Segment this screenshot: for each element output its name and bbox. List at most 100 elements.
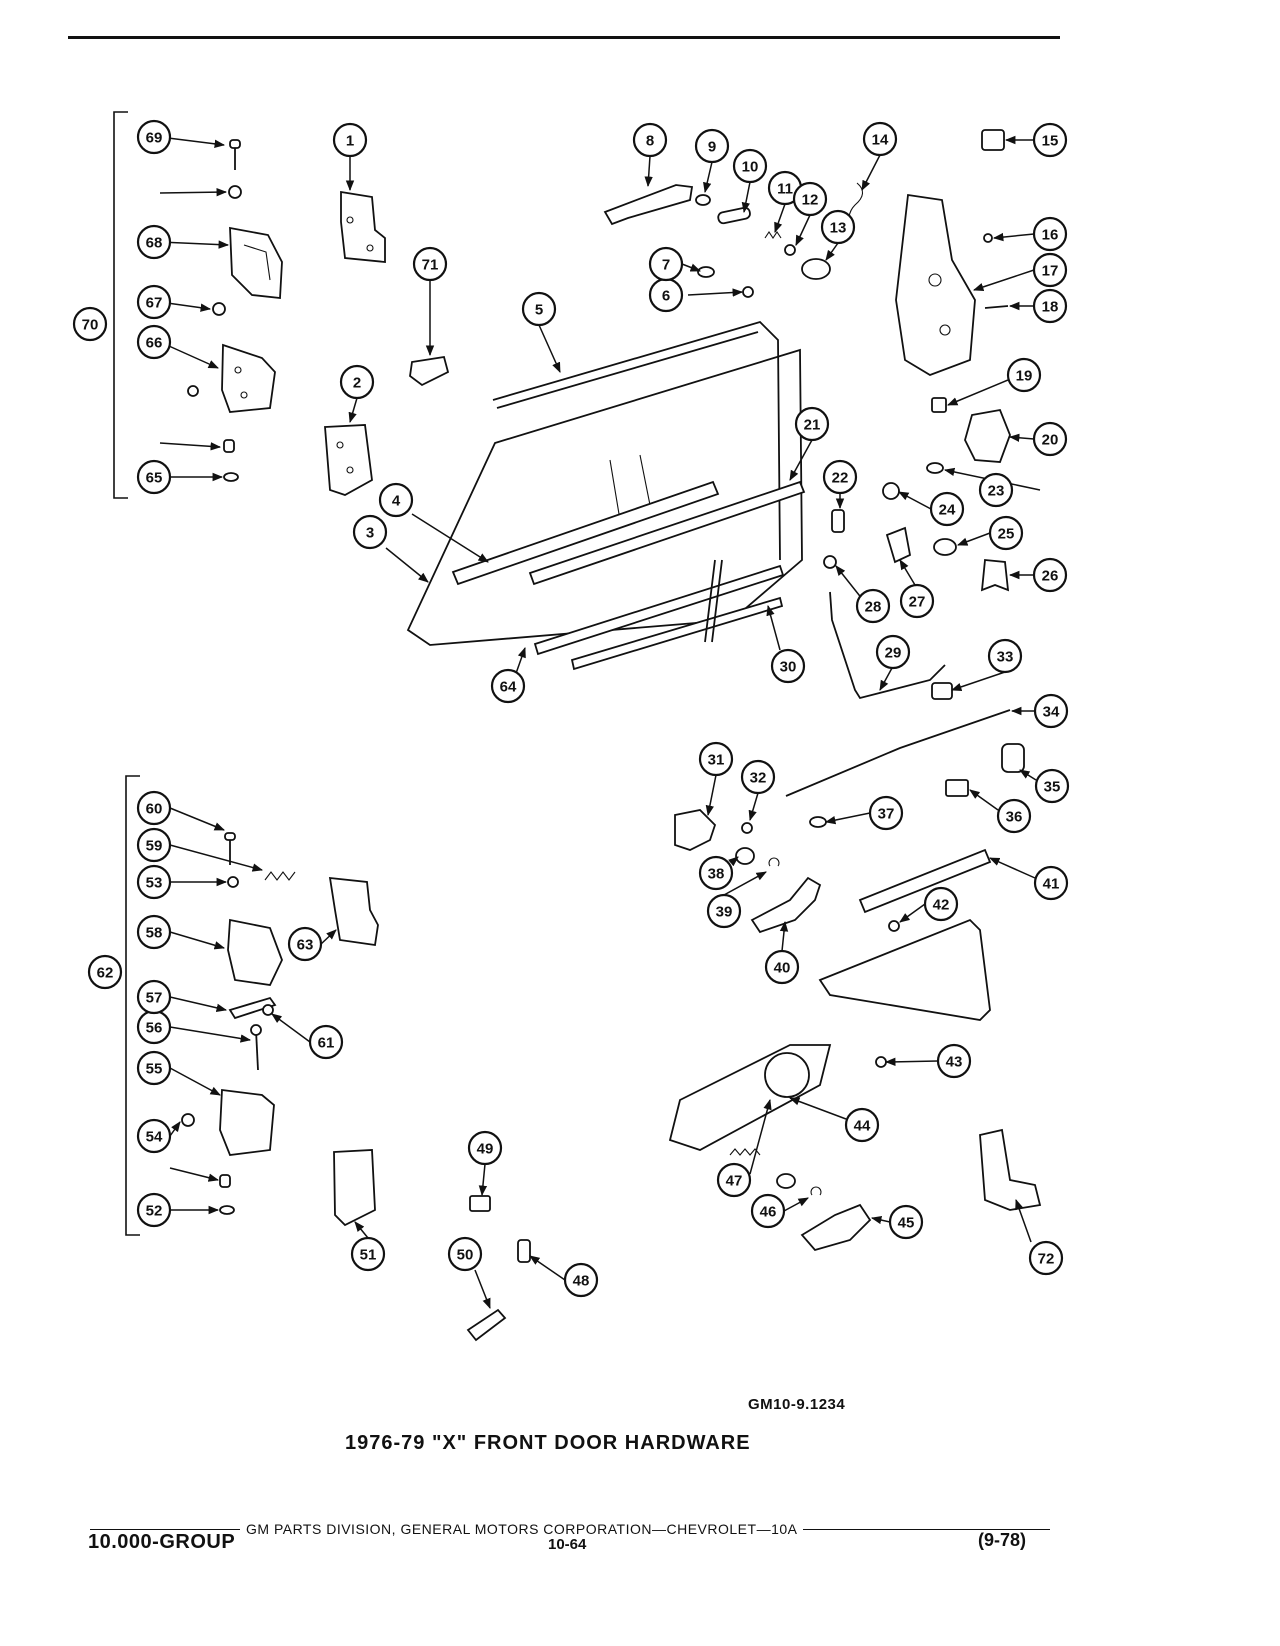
clip-48-drawing [517,1239,531,1263]
diagram-title: 1976-79 "X" FRONT DOOR HARDWARE [345,1432,751,1454]
callout-circle [136,459,172,495]
callout-number: 35 [1044,779,1061,796]
callout-59: 59 [136,827,172,863]
screw-6-drawing [742,286,754,298]
callout-1: 1 [332,122,368,158]
callout-number: 72 [1038,1251,1055,1268]
callout-30: 30 [770,648,806,684]
washer-47-drawing [776,1173,796,1189]
callout-66: 66 [136,324,172,360]
callout-circle [378,482,414,518]
callout-70: 70 [72,306,108,342]
callout-62: 62 [87,954,123,990]
lever-40-drawing [750,876,822,934]
callout-43: 43 [936,1043,972,1079]
callout-circle [822,459,858,495]
callout-67: 67 [136,284,172,320]
clip-39-drawing [768,857,780,867]
callout-35: 35 [1034,768,1070,804]
hinge-66-drawing [187,343,276,413]
callout-number: 16 [1042,227,1059,244]
callout-51: 51 [350,1236,386,1272]
nut-32-drawing [741,822,753,834]
callout-18: 18 [1032,288,1068,324]
callout-31: 31 [698,741,734,777]
callout-number: 1 [346,133,354,150]
bracket-26-drawing [980,559,1010,592]
callout-number: 29 [885,645,902,662]
callout-circle [923,886,959,922]
nut-61-drawing [262,1004,274,1016]
callout-number: 22 [832,470,849,487]
callout-47: 47 [716,1162,752,1198]
handle-31-drawing [674,809,717,851]
callout-number: 63 [297,937,314,954]
callout-circle [136,324,172,360]
callout-circle [706,893,742,929]
callout-number: 15 [1042,133,1059,150]
callout-number: 71 [422,257,439,274]
callout-number: 47 [726,1173,743,1190]
bracket-upper-hinge-group [113,111,128,499]
callout-number: 12 [802,192,819,209]
screw-43-drawing [875,1056,887,1068]
callout-circle [136,1192,172,1228]
callout-circle [136,224,172,260]
callout-circle [467,1130,503,1166]
channel-21-drawing [528,480,806,586]
callout-number: 10 [742,159,759,176]
callout-33: 33 [987,638,1023,674]
hinge-68-drawing [229,226,283,299]
callout-number: 6 [662,288,670,305]
callout-number: 51 [360,1247,377,1264]
callout-circle [978,472,1014,508]
callout-circle [136,790,172,826]
plate-20-drawing [964,408,1011,463]
callout-circle [350,1236,386,1272]
lock-17-drawing [895,193,976,376]
callout-circle [764,949,800,985]
callout-55: 55 [136,1050,172,1086]
callout-circle [855,588,891,624]
callout-14: 14 [862,121,898,157]
callout-circle [770,648,806,684]
callout-circle [716,1162,752,1198]
spring-59-drawing [264,871,296,881]
callout-12: 12 [792,181,828,217]
screw-18-drawing [984,305,1009,309]
callout-69: 69 [136,119,172,155]
footer-page-number: 10-64 [548,1536,587,1553]
callout-number: 56 [146,1020,163,1037]
callout-number: 25 [998,526,1015,543]
callout-21: 21 [794,406,830,442]
callout-number: 5 [535,302,543,319]
callout-26: 26 [1032,557,1068,593]
screw-16-drawing [983,233,993,243]
bolt-50-drawing [466,1308,507,1342]
footer-rule-right [803,1528,1050,1530]
callout-23: 23 [978,472,1014,508]
callout-6: 6 [648,277,684,313]
clip-71-drawing [409,355,450,387]
callout-34: 34 [1033,693,1069,729]
callout-60: 60 [136,790,172,826]
callout-number: 61 [318,1035,335,1052]
callout-circle [136,1118,172,1154]
callout-number: 43 [946,1054,963,1071]
callout-number: 30 [780,659,797,676]
callout-37: 37 [868,795,904,831]
callout-63: 63 [287,926,323,962]
clip-33-drawing [931,682,953,700]
callout-circle [412,246,448,282]
plate-1-drawing [340,190,386,263]
callout-circle [1032,122,1068,158]
clip-15-drawing [981,129,1005,151]
callout-number: 8 [646,133,654,150]
callout-number: 59 [146,838,163,855]
handle-8-drawing [603,184,694,226]
callout-number: 23 [988,483,1005,500]
callout-circle [1032,421,1068,457]
